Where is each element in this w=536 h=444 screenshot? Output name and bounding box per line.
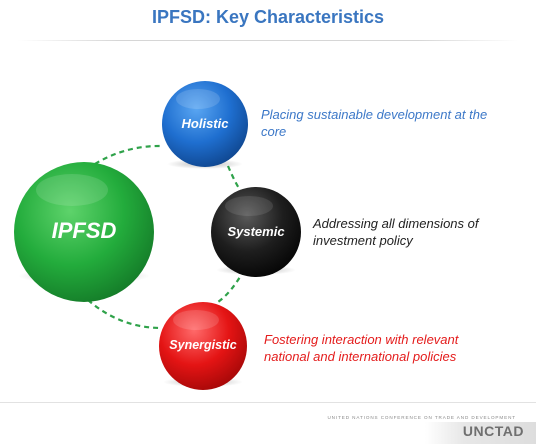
connector-center-synergistic: [87, 299, 163, 330]
title-divider: [18, 40, 518, 41]
systemic-description-line-2: investment policy: [313, 233, 413, 248]
connector-systemic-synergistic: [217, 269, 245, 303]
holistic-circle: [162, 81, 248, 167]
systemic-description: Addressing all dimensions of investment …: [313, 215, 528, 249]
page-title: IPFSD: Key Characteristics: [151, 7, 385, 27]
systemic-label: Systemic: [227, 224, 285, 239]
systemic-circle: [211, 187, 301, 277]
synergistic-description: Fostering interaction with relevant nati…: [264, 331, 529, 365]
holistic-label: Holistic: [181, 116, 229, 131]
center-label: IPFSD: [51, 218, 117, 243]
synergistic-description-line-2: national and international policies: [264, 349, 457, 364]
holistic-description-line-1: Placing sustainable development at the: [261, 107, 488, 122]
unctad-logo: UNCTAD: [462, 423, 524, 439]
synergistic-description-line-1: Fostering interaction with relevant: [264, 332, 459, 347]
systemic-description-line-1: Addressing all dimensions of: [313, 216, 479, 231]
holistic-description-line-2: core: [261, 124, 287, 139]
synergistic-label: Synergistic: [169, 338, 237, 352]
synergistic-circle: [159, 302, 247, 390]
holistic-description: Placing sustainable development at the c…: [261, 106, 531, 140]
center-circle: [14, 162, 154, 302]
footer-divider: [0, 402, 536, 403]
footer-conference-text: UNITED NATIONS CONFERENCE ON TRADE AND D…: [327, 415, 516, 420]
footer-logo-background: [425, 422, 536, 444]
